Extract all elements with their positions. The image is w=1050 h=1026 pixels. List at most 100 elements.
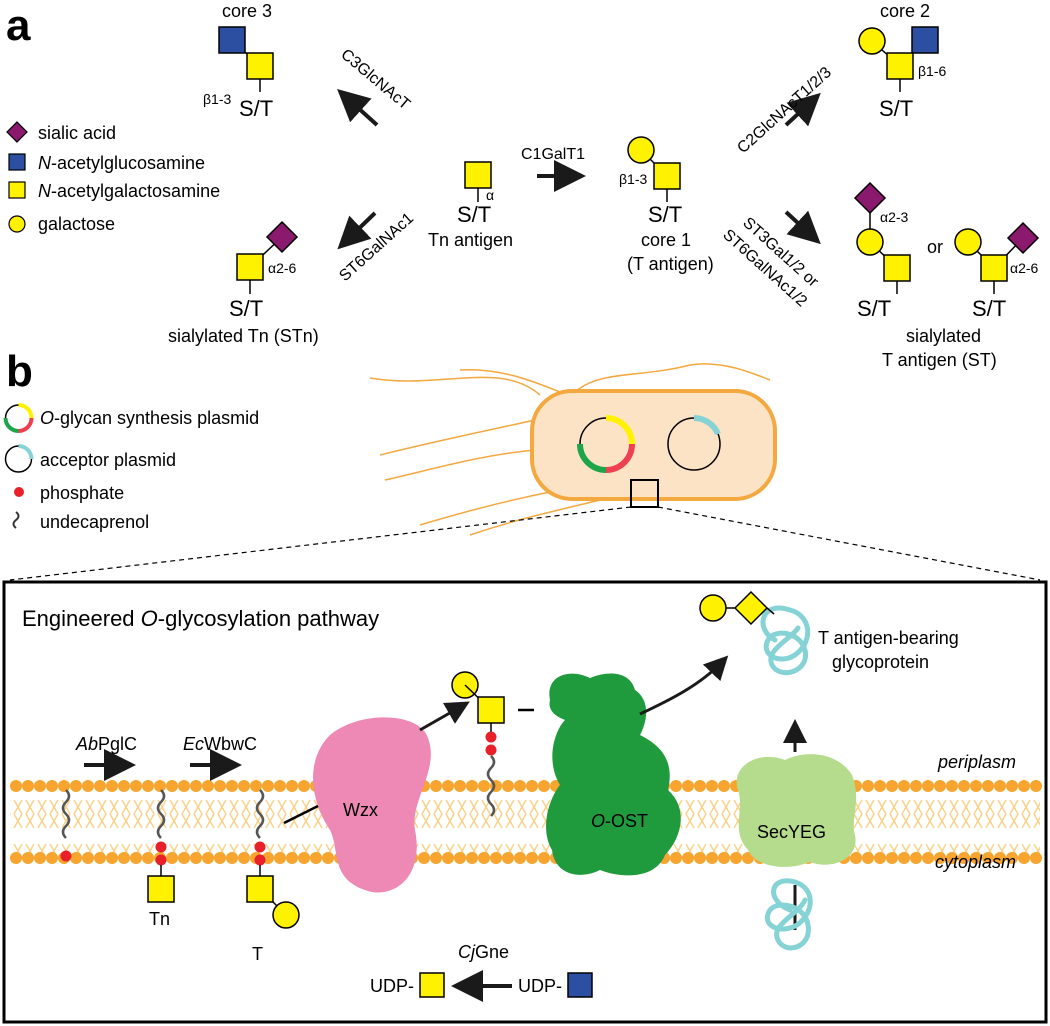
lipid-head xyxy=(154,780,166,792)
lipid-head xyxy=(106,852,118,864)
lipid-head xyxy=(10,780,22,792)
lipid-head xyxy=(178,780,190,792)
lipid-head xyxy=(214,852,226,864)
lipid-head xyxy=(298,852,310,864)
legend-sialic-acid: sialic acid xyxy=(38,123,116,143)
legend-undecaprenol: undecaprenol xyxy=(40,512,149,532)
phosphate-icon xyxy=(254,854,266,866)
lipid-head xyxy=(718,852,730,864)
panel-a-label: a xyxy=(6,1,31,50)
galactose-icon xyxy=(8,215,26,233)
legend-synthesis-plasmid: O-glycan synthesis plasmid xyxy=(40,408,259,428)
lipid-head xyxy=(934,780,946,792)
lipid-head xyxy=(226,780,238,792)
lipid-head xyxy=(478,852,490,864)
lipid-head xyxy=(130,780,142,792)
glcnac-icon xyxy=(218,26,246,54)
flagella xyxy=(369,363,771,536)
lipid-head xyxy=(286,852,298,864)
lipid-head xyxy=(946,852,958,864)
lipid-to-wzx-line xyxy=(283,804,319,825)
galnac-icon xyxy=(477,696,505,724)
gne-label: CjGne xyxy=(458,942,509,962)
lipid-head xyxy=(502,780,514,792)
galnac-icon xyxy=(883,254,911,282)
stn-structure: α2-6 S/T sialylated Tn (STn) xyxy=(168,220,319,346)
lipid-head xyxy=(958,852,970,864)
lipid-head xyxy=(934,852,946,864)
lipid-head xyxy=(22,780,34,792)
sialic-acid-icon xyxy=(853,181,887,215)
legend-acceptor-plasmid: acceptor plasmid xyxy=(40,450,176,470)
pglc-label: AbPglC xyxy=(75,734,137,754)
lipid-head xyxy=(850,852,862,864)
tn-antigen-label: Tn antigen xyxy=(428,230,513,250)
lipid-head xyxy=(298,780,310,792)
udp-glcnac-label: UDP- xyxy=(518,976,562,996)
lipid-head xyxy=(190,852,202,864)
glcnac-icon xyxy=(911,26,939,54)
arrow-to-core2 xyxy=(784,92,821,127)
arrow-to-st xyxy=(784,210,821,245)
core3-linkage: β1-3 xyxy=(203,91,232,107)
lipid-head xyxy=(490,852,502,864)
lipid-head xyxy=(502,852,514,864)
core2-linkage: β1-6 xyxy=(918,63,947,79)
acceptor-plasmid-icon xyxy=(4,444,34,473)
lipid-head xyxy=(118,852,130,864)
lipid-head xyxy=(22,852,34,864)
lipid-head xyxy=(118,780,130,792)
lipid-head xyxy=(994,852,1006,864)
secyeg-label: SecYEG xyxy=(757,822,826,842)
lipid-head xyxy=(34,780,46,792)
glycoprotein-product xyxy=(699,590,811,676)
lipid-head xyxy=(46,780,58,792)
lipid-head xyxy=(10,852,22,864)
lipid-head xyxy=(262,780,274,792)
legend-glcnac: N-acetylglucosamine xyxy=(38,153,205,173)
lipid-head xyxy=(106,780,118,792)
lipid-head xyxy=(898,780,910,792)
legend-a: sialic acid N-acetylglucosamine N-acetyl… xyxy=(6,121,220,234)
lipid-head xyxy=(1030,852,1042,864)
sialic-acid-icon xyxy=(1006,221,1040,255)
zoom-line-right xyxy=(657,506,1041,581)
lipid-head xyxy=(142,852,154,864)
galnac-icon xyxy=(8,181,26,199)
udp-galnac-label: UDP- xyxy=(370,976,414,996)
lipid-head xyxy=(94,780,106,792)
galactose-icon xyxy=(856,228,884,256)
legend-b: O-glycan synthesis plasmid acceptor plas… xyxy=(3,403,259,532)
lipid-head xyxy=(214,780,226,792)
lipid-head xyxy=(886,852,898,864)
lipid-head xyxy=(430,852,442,864)
galactose-icon xyxy=(272,901,300,929)
lipid-head xyxy=(238,780,250,792)
lipid-head xyxy=(1018,852,1030,864)
lipid-head xyxy=(70,852,82,864)
core3-site: S/T xyxy=(239,96,273,121)
st-or: or xyxy=(927,237,943,257)
galnac-icon xyxy=(147,875,175,903)
undecaprenol-icon xyxy=(12,511,20,529)
lipid-head xyxy=(862,780,874,792)
lipid-head xyxy=(970,780,982,792)
tn-structure: α S/T Tn antigen xyxy=(428,161,513,250)
lipid-head xyxy=(538,780,550,792)
arrow-to-stn xyxy=(337,211,377,250)
lipid-head xyxy=(874,780,886,792)
galnac-icon xyxy=(464,161,492,189)
lipid-head xyxy=(682,852,694,864)
st-site-2: S/T xyxy=(972,296,1006,321)
lipid-head xyxy=(538,852,550,864)
lipid-head xyxy=(682,780,694,792)
stn-site: S/T xyxy=(229,296,263,321)
lipid-head xyxy=(694,780,706,792)
lipid-head xyxy=(442,852,454,864)
lipid-head xyxy=(418,852,430,864)
undecaprenol-t: T xyxy=(246,789,300,964)
lipid-head xyxy=(1030,780,1042,792)
undecaprenol-t-periplasm xyxy=(451,671,505,817)
wbwc-label: EcWbwC xyxy=(183,734,257,754)
synthesis-plasmid-icon xyxy=(3,403,34,433)
